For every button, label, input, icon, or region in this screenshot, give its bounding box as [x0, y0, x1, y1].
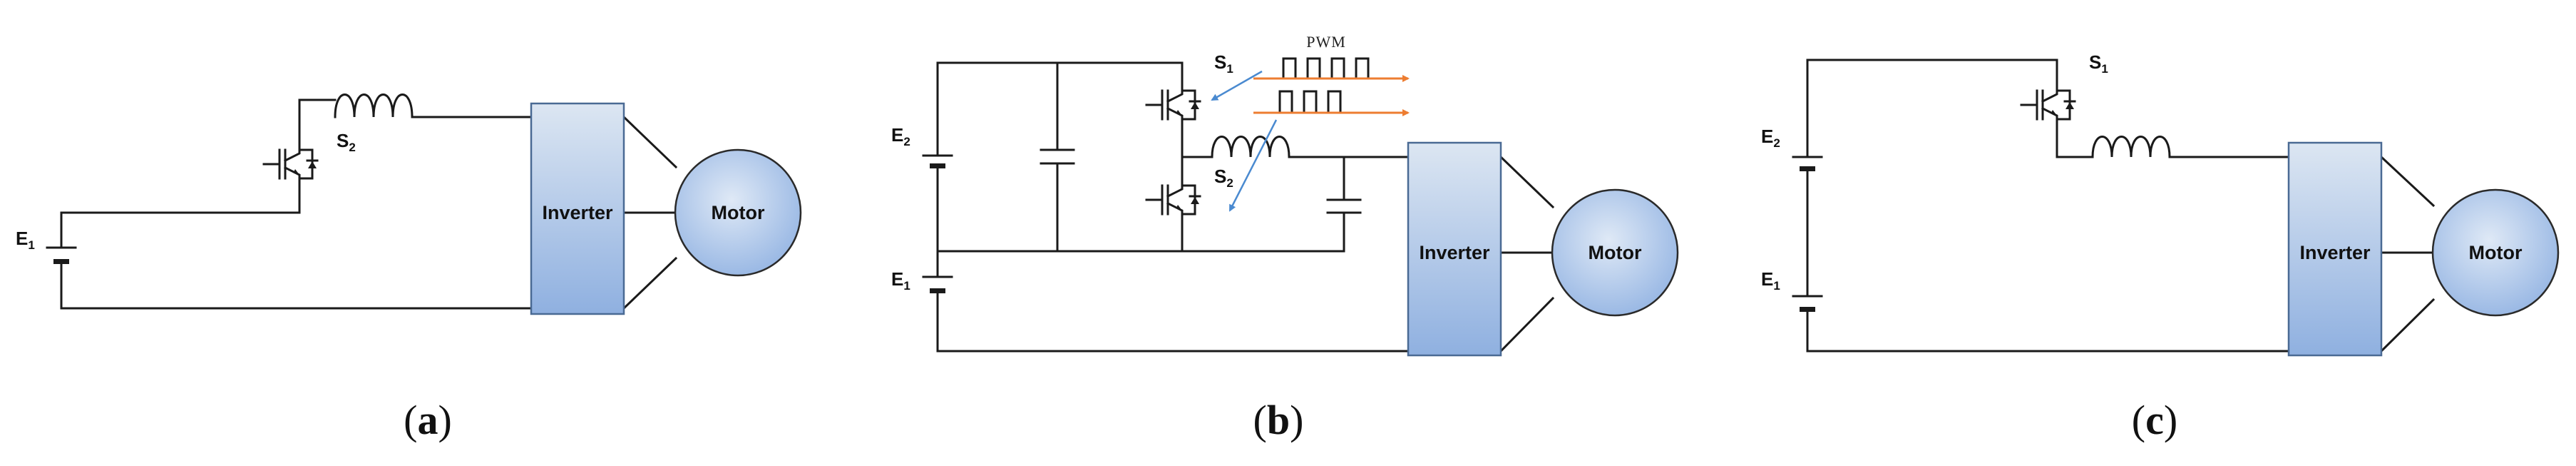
- pwm-waveforms: [1211, 57, 1410, 212]
- battery-e1-symbol: [922, 275, 953, 293]
- igbt-s1-symbol: [2020, 83, 2076, 126]
- battery-e1-symbol: [1792, 295, 1823, 312]
- caption-b: (b): [1253, 397, 1304, 443]
- motor-circle: [1551, 188, 1679, 317]
- motor-label: Motor: [712, 202, 765, 223]
- inverter-label: Inverter: [1419, 242, 1490, 263]
- caption-a: (a): [404, 397, 452, 443]
- wires: [1806, 59, 2436, 353]
- motor-circle: [2431, 188, 2560, 317]
- wires: [936, 61, 1555, 353]
- pwm-label: PWM: [1306, 33, 1346, 51]
- igbt-s1-symbol: [1145, 83, 1201, 126]
- caption-c: (c): [2132, 397, 2177, 443]
- panel-a: Inverter Motor E1 S2 (a): [16, 93, 802, 443]
- battery-label-e2: E2: [891, 124, 910, 148]
- pointer-arrow: [1211, 70, 1263, 101]
- inverter-box: [1407, 141, 1502, 357]
- switch-label-s1: S1: [1214, 51, 1233, 76]
- inductor-symbol: [1211, 136, 1290, 158]
- igbt-s2-symbol: [262, 143, 319, 186]
- battery-e2-symbol: [1792, 156, 1823, 171]
- inverter-box: [2287, 141, 2383, 357]
- battery-e2-symbol: [922, 154, 953, 168]
- motor-label: Motor: [1589, 242, 1642, 263]
- battery-label-e1: E1: [16, 228, 35, 252]
- battery-label-e1: E1: [1761, 268, 1780, 293]
- capacitor-symbol: [1326, 198, 1362, 214]
- inverter-label: Inverter: [2299, 242, 2371, 263]
- panel-b: PWM Inverter Motor E2 E1 S1 S2 (b): [891, 33, 1679, 443]
- pointer-arrow: [1228, 119, 1278, 212]
- switch-label-s1: S1: [2089, 51, 2108, 76]
- battery-label-e2: E2: [1761, 126, 1780, 150]
- battery-e1-symbol: [46, 246, 77, 264]
- inductor-symbol: [334, 93, 414, 118]
- wires: [60, 98, 678, 310]
- motor-label: Motor: [2469, 242, 2523, 263]
- capacitor-symbol: [1040, 148, 1075, 165]
- switch-label-s2: S2: [337, 130, 356, 154]
- inverter-box: [530, 102, 625, 315]
- battery-label-e1: E1: [891, 268, 910, 293]
- igbt-s2-symbol: [1145, 178, 1201, 221]
- switch-label-s2: S2: [1214, 166, 1233, 190]
- inverter-label: Inverter: [542, 202, 613, 223]
- inductor-symbol: [2091, 136, 2171, 158]
- motor-circle: [674, 148, 802, 277]
- panel-c: Inverter Motor E2 E1 S1 (c): [1761, 51, 2560, 443]
